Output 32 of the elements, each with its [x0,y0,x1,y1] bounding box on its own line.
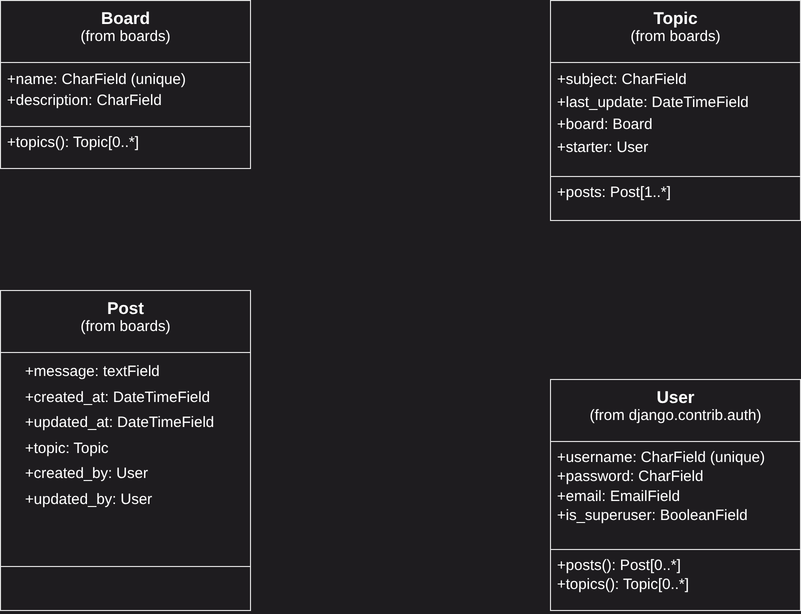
method-text: +topics(): Topic[0..*] [7,133,140,152]
package-name: (from boards) [79,318,172,336]
class-box [0,290,251,611]
class-name: Board [100,9,152,28]
attribute-text: +starter: User [557,138,650,158]
attribute-text: +password: CharField [557,467,704,487]
class-name: Post [106,299,145,318]
attribute-text: +created_at: DateTimeField [25,388,211,408]
class-box [550,379,801,611]
attribute-text: +updated_by: User [25,490,154,510]
package-name: (from boards) [629,28,722,46]
attribute-text: +username: CharField (unique) [557,448,766,468]
attribute-text: +description: CharField [7,91,163,111]
attribute-text: +last_update: DateTimeField [557,92,750,112]
attribute-text: +topic: Topic [25,438,110,459]
attribute-text: +name: CharField (unique) [7,70,187,90]
attribute-text: +is_superuser: BooleanField [557,506,749,526]
attribute-text: +subject: CharField [557,70,688,90]
attribute-text: +updated_at: DateTimeField [25,413,216,434]
class-box [550,0,801,221]
package-name: (from django.contrib.auth) [588,407,762,425]
package-name: (from boards) [79,28,172,46]
method-text: +posts(): Post[0..*] [557,556,682,575]
class-box [0,0,251,169]
attribute-text: +board: Board [557,115,654,135]
attribute-text: +created_by: User [25,464,149,484]
attribute-text: +message: textField [25,362,161,382]
class-name: User [656,388,696,407]
attribute-text: +email: EmailField [557,486,681,506]
method-text: +topics(): Topic[0..*] [557,575,690,594]
method-text: +posts: Post[1..*] [557,183,672,202]
class-name: Topic [652,9,699,28]
